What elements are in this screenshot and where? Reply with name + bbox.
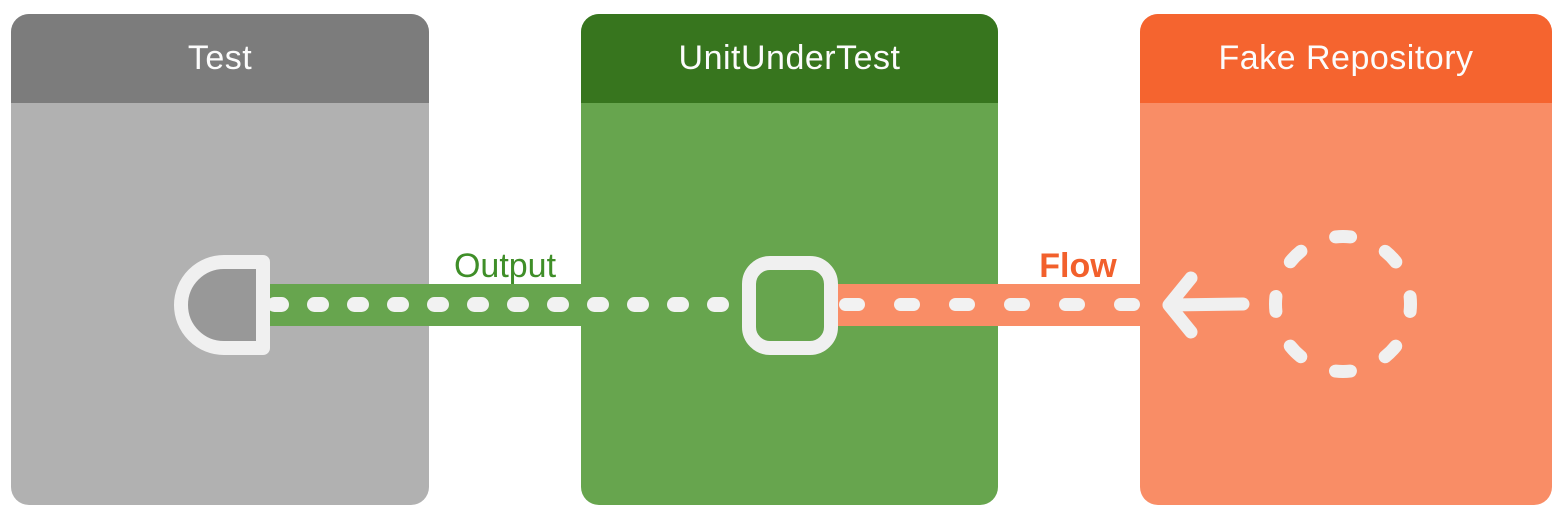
box-test-title: Test xyxy=(187,39,253,77)
box-unit-under-test-header: UnitUnderTest xyxy=(581,14,998,103)
output-connector-label: Output xyxy=(453,247,557,285)
box-fake-repository: Fake Repository xyxy=(1140,14,1552,505)
unit-square-icon xyxy=(742,256,838,355)
box-test: Test xyxy=(11,14,429,505)
box-test-header: Test xyxy=(11,14,429,103)
flow-connector-band xyxy=(838,284,1150,326)
box-fake-repository-header: Fake Repository xyxy=(1140,14,1552,103)
flow-connector-label: Flow xyxy=(1039,247,1117,285)
box-unit-under-test-title: UnitUnderTest xyxy=(678,39,901,77)
box-unit-under-test: UnitUnderTest xyxy=(581,14,998,505)
box-fake-repository-title: Fake Repository xyxy=(1218,39,1474,77)
